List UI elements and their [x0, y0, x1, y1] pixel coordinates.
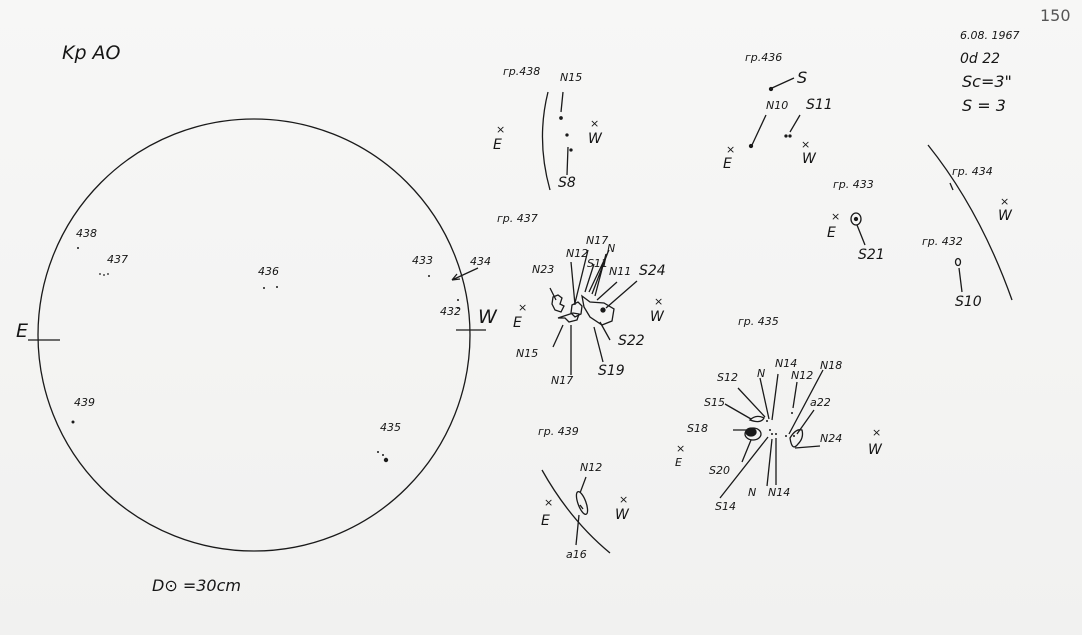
- group-439-title: гр. 439: [538, 425, 579, 438]
- west-label: W: [868, 442, 882, 458]
- spot-label: N: [748, 486, 757, 499]
- spot-label: S8: [558, 175, 576, 191]
- arrow-434: [451, 267, 479, 281]
- spot-label: N12: [580, 461, 603, 474]
- limb-arc-438: [541, 91, 551, 191]
- spot-label: S: [797, 68, 808, 87]
- limb-arc-434: [927, 144, 1013, 301]
- east-label: E: [675, 456, 682, 469]
- spot-label: N17: [551, 374, 574, 387]
- east-cross-mark: ×: [496, 123, 506, 136]
- west-label: W: [802, 151, 816, 167]
- observation-time: 0d 22: [960, 51, 1001, 67]
- west-cross-mark: ×: [801, 138, 811, 151]
- east-label: E: [541, 513, 550, 529]
- limb-arc-439: [541, 469, 611, 554]
- group-438-title: гр.438: [503, 65, 541, 78]
- west-cross-mark: ×: [1000, 195, 1010, 208]
- group-433-title: гр. 433: [833, 178, 874, 191]
- east-cross-mark: ×: [831, 210, 841, 223]
- spot-label: S18: [687, 422, 708, 435]
- spot-label: N10: [766, 99, 789, 112]
- group-436-title: гр.436: [745, 51, 783, 64]
- east-cross-mark: ×: [676, 442, 686, 455]
- spot-label: S22: [618, 333, 645, 349]
- spot-label: N14: [775, 357, 798, 370]
- seeing-value: Sc=3": [962, 72, 1012, 91]
- disc-group-434: 434: [470, 255, 491, 268]
- spot-label: N11: [609, 265, 632, 278]
- solar-disc: [37, 118, 471, 552]
- spot-label: S11: [806, 97, 833, 113]
- west-label: W: [650, 309, 664, 325]
- west-cross-mark: ×: [654, 295, 664, 308]
- disc-group-432: 432: [440, 305, 461, 318]
- disc-spots: [71, 247, 459, 463]
- group-435-title: гр. 435: [738, 315, 779, 328]
- group-434-title: гр. 434: [952, 165, 993, 178]
- spot-label: S24: [639, 263, 666, 279]
- spot-label: N17: [586, 234, 609, 247]
- spot-label: N23: [532, 263, 555, 276]
- spot-label: S15: [704, 396, 725, 409]
- page-number: 150: [1040, 6, 1071, 25]
- west-label: W: [588, 131, 602, 147]
- west-label: W: [998, 208, 1012, 224]
- east-label: E: [513, 315, 522, 331]
- west-cross-mark: ×: [619, 493, 629, 506]
- spot-label: S14: [715, 500, 736, 513]
- group-437-title: гр. 437: [497, 212, 538, 225]
- observatory-title: Kp AO: [62, 42, 121, 64]
- east-cross-mark: ×: [544, 496, 554, 509]
- spot-label: N15: [516, 347, 539, 360]
- spot-label: N14: [768, 486, 791, 499]
- spot-label: S21: [858, 247, 885, 263]
- disc-east-label: E: [16, 320, 29, 342]
- spot-label: S20: [709, 464, 730, 477]
- spot-label: S10: [955, 294, 982, 310]
- spot-label: N12: [566, 247, 589, 260]
- disc-diameter: D⊙ =30cm: [152, 576, 241, 595]
- spot-label: N18: [820, 359, 843, 372]
- east-cross-mark: ×: [518, 301, 528, 314]
- spot-label: N15: [560, 71, 583, 84]
- spot-label: S12: [717, 371, 738, 384]
- s-value: S = 3: [962, 96, 1006, 115]
- east-label: E: [827, 225, 836, 241]
- disc-group-436: 436: [258, 265, 279, 278]
- west-cross-mark: ×: [590, 117, 600, 130]
- disc-group-435: 435: [380, 421, 401, 434]
- observation-date: 6.08. 1967: [960, 29, 1020, 42]
- spot-label: a16: [566, 548, 587, 561]
- spot-label: N: [607, 242, 616, 255]
- disc-group-439: 439: [74, 396, 95, 409]
- east-cross-mark: ×: [726, 143, 736, 156]
- disc-group-433: 433: [412, 254, 433, 267]
- west-cross-mark: ×: [872, 426, 882, 439]
- spot-label: a22: [810, 396, 831, 409]
- spot-label: N: [757, 367, 766, 380]
- group-432-title: гр. 432: [922, 235, 963, 248]
- spot-label: N24: [820, 432, 843, 445]
- east-label: E: [723, 156, 732, 172]
- disc-group-437: 437: [107, 253, 128, 266]
- disc-west-label: W: [478, 306, 497, 328]
- east-label: E: [493, 137, 502, 153]
- disc-group-438: 438: [76, 227, 97, 240]
- spot-label: S11: [587, 257, 608, 270]
- spot-label: N12: [791, 369, 814, 382]
- spot-label: S19: [598, 363, 625, 379]
- west-label: W: [615, 507, 629, 523]
